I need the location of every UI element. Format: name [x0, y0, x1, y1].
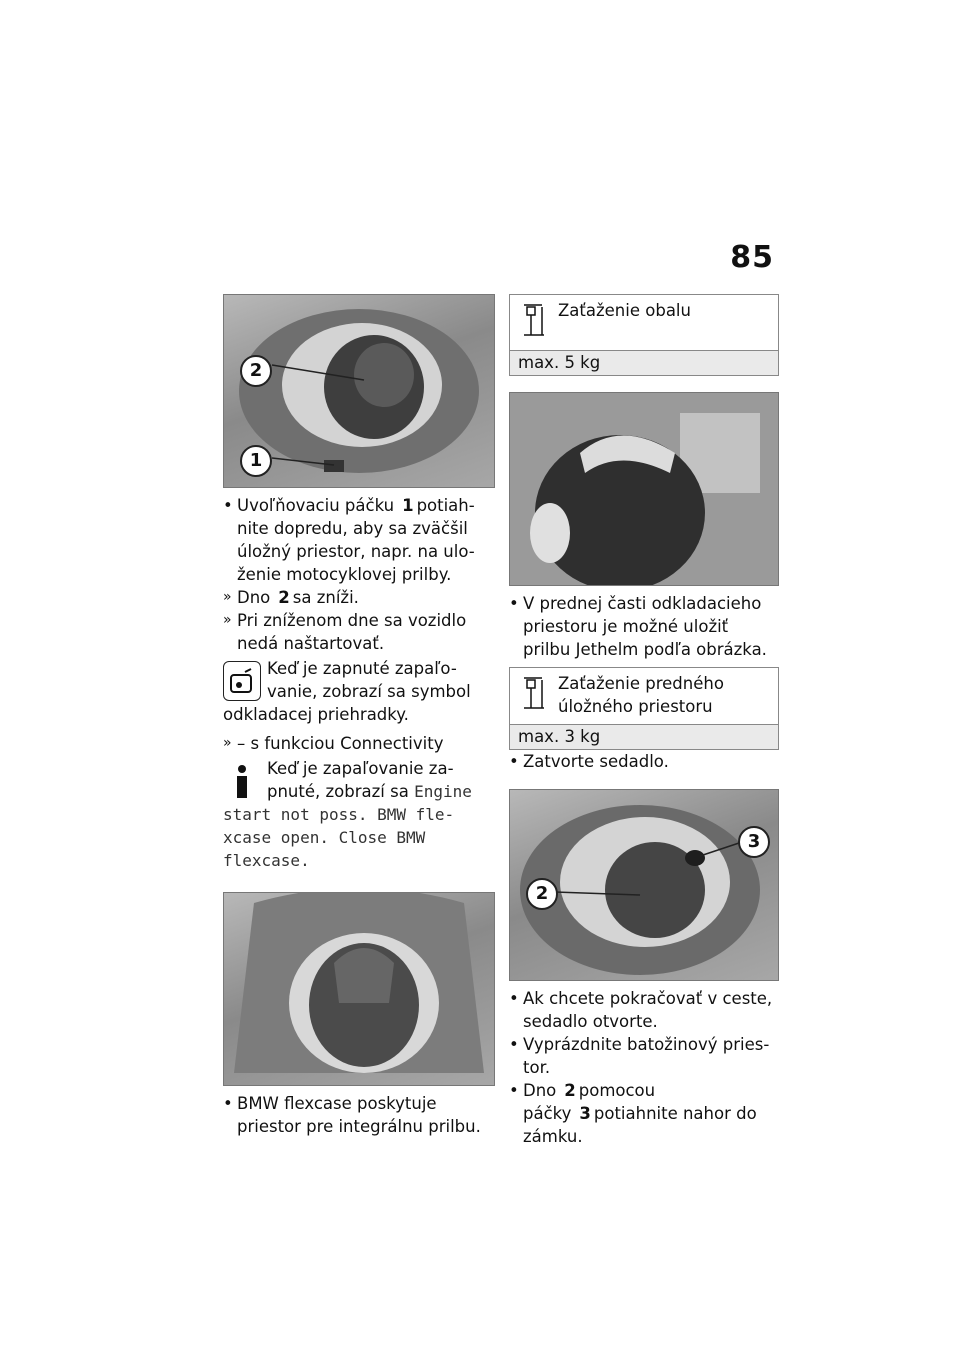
photo-floor-lock: 3 2 — [509, 789, 779, 981]
callout-1: 1 — [240, 445, 272, 477]
weight-load-icon — [522, 301, 546, 343]
photo-illustration — [520, 805, 760, 975]
spec-front-storage-load: Zaťaženie predného úložného priestoru ma… — [509, 667, 779, 750]
step-close-seat: Zatvorte sedadlo. — [509, 750, 779, 773]
weight-load-icon — [522, 674, 546, 716]
callout-2: 2 — [526, 878, 558, 910]
spec-case-load: Zaťaženie obalu max. 5 kg — [509, 294, 779, 376]
step-open-seat: Ak chcete pokračovať v ceste, sedadlo ot… — [509, 987, 779, 1033]
callout-3: 3 — [738, 826, 770, 858]
photo-illustration — [234, 893, 484, 1073]
page-number: 85 — [730, 240, 774, 275]
storage-compartment-icon — [223, 661, 261, 701]
photo-jethelm-front — [509, 392, 779, 586]
spec-front-storage-load-value: max. 3 kg — [510, 724, 778, 749]
step-flexcase-helmet: BMW flexcase poskytuje priestor pre inte… — [223, 1092, 495, 1138]
right-column: Zaťaženie obalu max. 5 kg V prednej čast… — [509, 294, 779, 1148]
note-storage-symbol: Keď je zapnuté zapaľo-vanie, zobrazí sa … — [223, 659, 471, 724]
photo-illustration — [510, 393, 778, 585]
step-place-jethelm: V prednej časti odkladacieho priestoru j… — [509, 592, 779, 661]
result-cannot-start: Pri zníženom dne sa vozidlo nedá naštart… — [223, 609, 495, 655]
photo-storage-release-lever: 2 1 — [223, 294, 495, 488]
info-icon — [223, 761, 261, 801]
step-empty-storage: Vyprázdnite batožinový pries-tor. — [509, 1033, 779, 1079]
result-connectivity: – s funkciou Connectivity — [223, 732, 495, 755]
spec-case-load-value: max. 5 kg — [510, 350, 778, 375]
callout-2: 2 — [240, 355, 272, 387]
photo-illustration — [239, 309, 479, 473]
note-connectivity-message: Keď je zapaľovanie za-pnuté, zobrazí sa … — [223, 759, 472, 870]
photo-bmw-flexcase — [223, 892, 495, 1086]
